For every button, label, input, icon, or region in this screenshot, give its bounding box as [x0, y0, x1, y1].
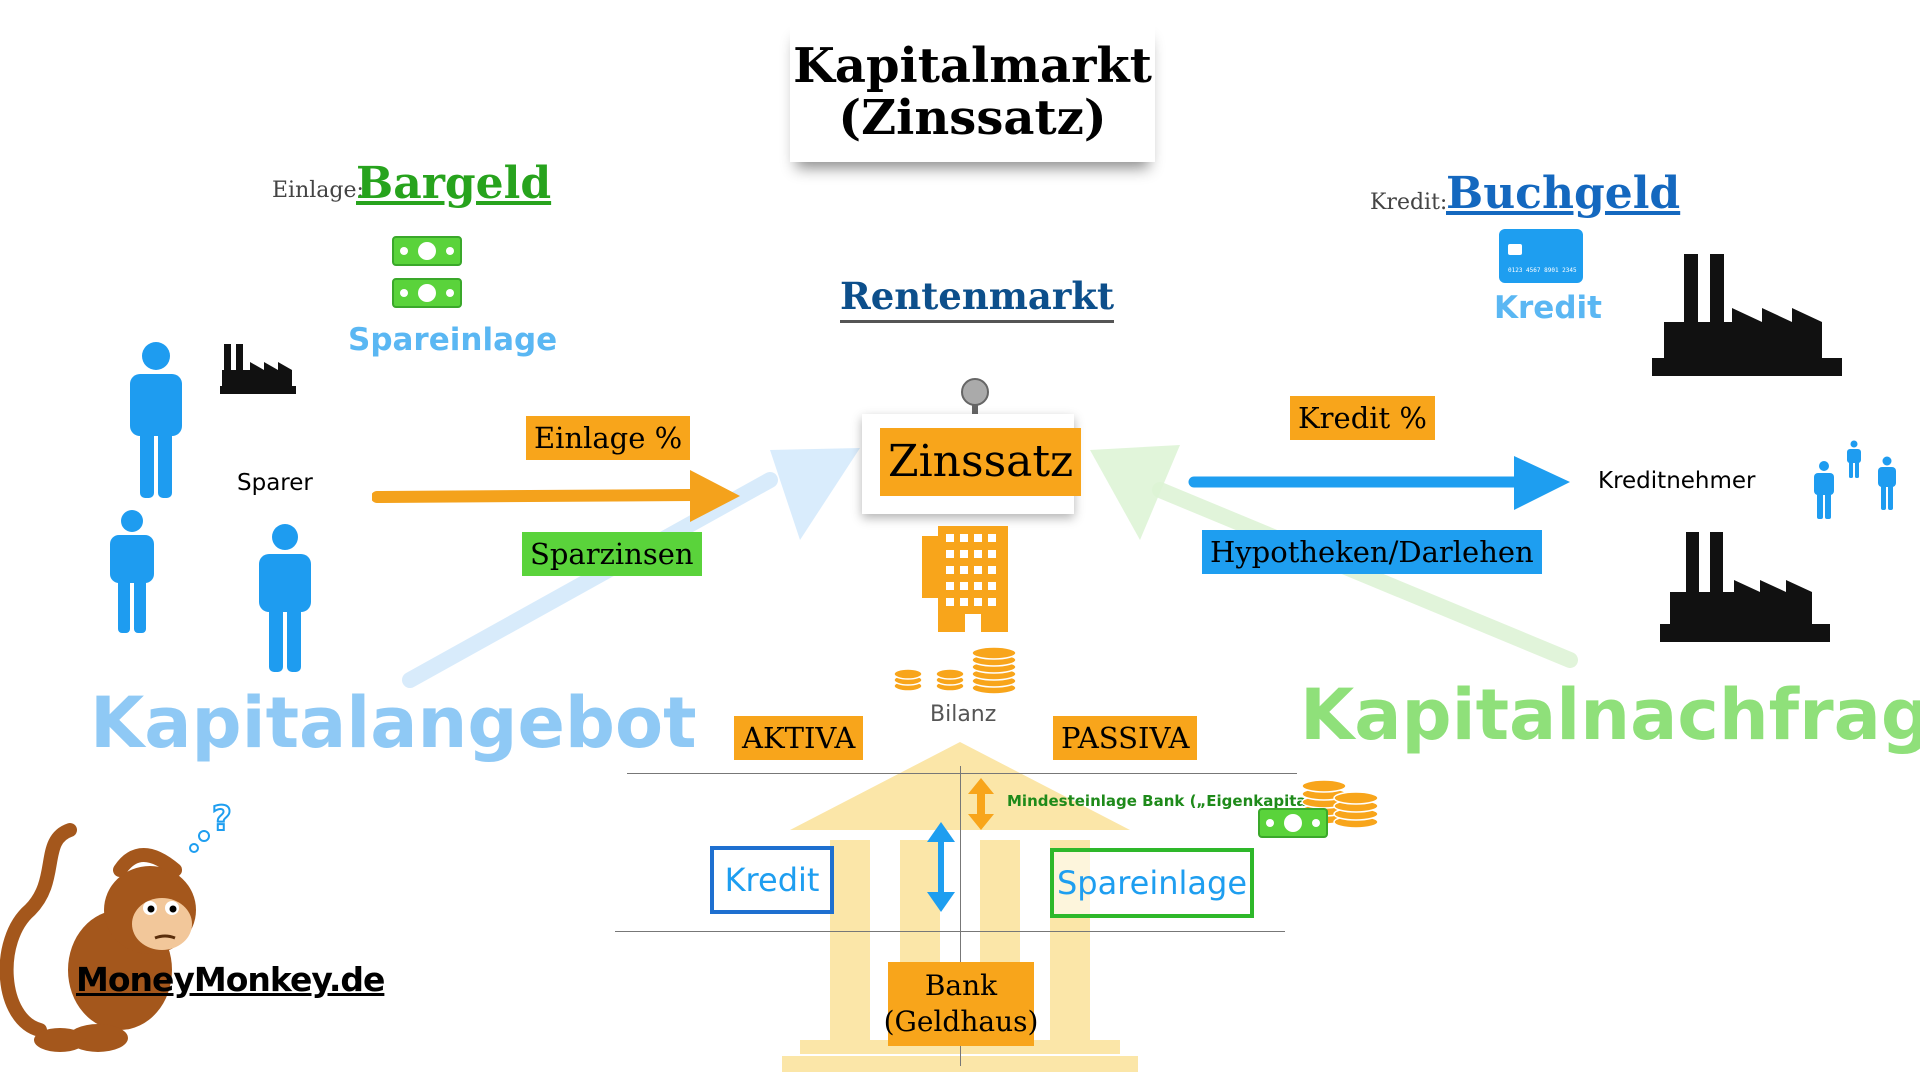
left-money-type: Bargeld — [356, 158, 552, 209]
office-building-icon — [922, 526, 1008, 632]
equity-arrow-icon — [968, 778, 994, 830]
balance-vertical-line — [960, 766, 961, 1066]
right-prefix: Kredit: — [1370, 190, 1448, 215]
credit-card-icon: 0123 4567 8901 2345 — [1499, 229, 1583, 283]
spareinlage-box: Spareinlage — [1050, 848, 1254, 918]
right-loan-label: Hypotheken/Darlehen — [1202, 530, 1542, 574]
passiva-label: PASSIVA — [1053, 716, 1198, 760]
saver-label: Sparer — [237, 470, 313, 496]
demand-arrow-line — [1152, 482, 1578, 668]
supply-arrow-head — [770, 448, 860, 540]
market-label: Rentenmarkt — [840, 274, 1115, 323]
bank-label-line1: Bank — [924, 969, 998, 1002]
person-icon — [1814, 461, 1834, 519]
question-mark: ? — [212, 799, 232, 839]
banknote-icon — [392, 278, 462, 308]
person-icon — [130, 342, 182, 498]
balance-bottom-line — [615, 931, 1285, 932]
capital-demand-label: Kapitalnachfrage — [1300, 674, 1920, 756]
left-rate-label: Einlage % — [526, 416, 691, 460]
balance-arrow-icon — [927, 822, 955, 912]
person-icon — [1847, 440, 1861, 478]
person-icon — [1878, 456, 1896, 510]
banknote-icon — [1258, 808, 1328, 838]
aktiva-label: AKTIVA — [734, 716, 864, 760]
balance-label: Bilanz — [930, 702, 997, 727]
factory-icon — [220, 344, 296, 394]
demand-arrow-head — [1090, 445, 1180, 540]
right-money-type: Buchgeld — [1446, 168, 1681, 219]
question-bubble-icon: ? — [189, 798, 233, 853]
bank-label-box: Bank (Geldhaus) — [884, 962, 1038, 1046]
coin-stack-icon — [893, 646, 1017, 694]
kredit-box: Kredit — [710, 846, 834, 914]
balance-top-line — [627, 773, 1297, 774]
right-card-label: Kredit — [1494, 290, 1602, 326]
left-interest-label: Sparzinsen — [522, 532, 702, 576]
person-icon — [110, 510, 154, 633]
factory-icon — [1660, 532, 1830, 642]
monkey-mascot-icon — [0, 823, 196, 1052]
credit-arrow — [1188, 456, 1570, 510]
left-deposit-label: Spareinlage — [348, 322, 558, 358]
banknote-icon — [392, 236, 462, 266]
borrower-label: Kreditnehmer — [1598, 468, 1756, 494]
rate-box: Zinssatz — [880, 428, 1082, 496]
title-line2: (Zinssatz) — [838, 90, 1107, 146]
factory-icon — [1652, 254, 1842, 376]
title-line1: Kapitalmarkt — [793, 38, 1152, 94]
min-deposit-label: Mindesteinlage Bank („Eigenkapital“) — [1007, 792, 1329, 810]
left-prefix: Einlage: — [272, 178, 364, 203]
brand-name: MoneyMonkey.de — [76, 960, 385, 999]
person-icon — [259, 524, 311, 672]
title-card: Kapitalmarkt (Zinssatz) — [790, 22, 1155, 162]
card-number: 0123 4567 8901 2345 — [1508, 267, 1577, 274]
bank-label-line2: (Geldhaus) — [883, 1005, 1039, 1038]
capital-supply-label: Kapitalangebot — [90, 682, 697, 764]
supply-arrow-line — [402, 472, 778, 688]
right-rate-label: Kredit % — [1290, 396, 1435, 440]
deposit-arrow — [372, 470, 740, 522]
